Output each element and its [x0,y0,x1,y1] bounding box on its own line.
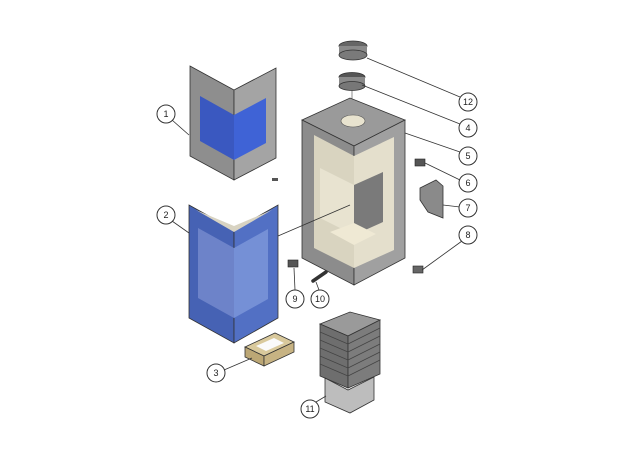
callout-10: 10 [310,289,330,309]
svg-text:4: 4 [465,123,470,133]
svg-text:9: 9 [292,294,297,304]
part-ash-pan [244,332,295,367]
callout-11: 11 [300,399,320,419]
svg-text:10: 10 [315,294,325,304]
part-glass-door [188,204,279,344]
callout-5: 5 [458,146,478,166]
callout-8: 8 [458,225,478,245]
part-bracket [414,158,426,167]
callout-9: 9 [285,289,305,309]
callout-4: 4 [458,118,478,138]
svg-text:7: 7 [465,203,470,213]
part-flue-ring [338,40,368,61]
svg-text:6: 6 [465,178,470,188]
callout-3: 3 [206,363,226,383]
callout-6: 6 [458,173,478,193]
part-door-frame [189,65,278,181]
svg-text:12: 12 [463,97,473,107]
part-hinge [287,259,299,268]
part-flue-collar [338,72,366,91]
callout-1: 1 [156,104,176,124]
callout-12: 12 [458,92,478,112]
callout-2: 2 [156,205,176,225]
svg-text:8: 8 [465,230,470,240]
svg-text:5: 5 [465,151,470,161]
part-handle [311,270,328,283]
svg-text:11: 11 [305,404,314,414]
callout-7: 7 [458,198,478,218]
part-stove-body [301,97,406,286]
svg-text:1: 1 [163,109,168,119]
leader-lines [171,57,463,403]
part-latch [412,265,424,274]
part-convection-jacket [318,311,382,414]
svg-text:2: 2 [163,210,168,220]
part-side-plate [419,179,444,219]
svg-text:3: 3 [213,368,218,378]
